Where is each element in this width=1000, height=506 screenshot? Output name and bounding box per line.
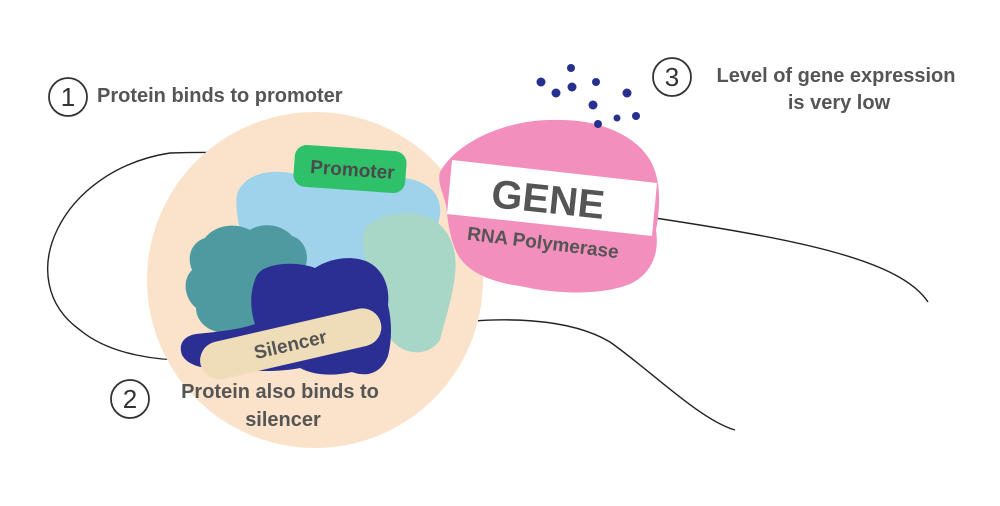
step-3-text-line-2: is very low [788, 92, 891, 114]
mrna-dot [594, 120, 602, 128]
mrna-dot [592, 78, 600, 86]
silencer-box [200, 308, 382, 380]
mrna-dot [588, 100, 598, 110]
step-1-text: Protein binds to promoter [97, 85, 343, 107]
mrna-dot [551, 88, 561, 98]
step-3-badge [652, 57, 692, 97]
mrna-dot [567, 64, 575, 72]
step-3: 3 Level of gene expression is very low [652, 57, 956, 114]
mrna-dot [613, 114, 621, 122]
step-3-text-line-1: Level of gene expression [717, 65, 956, 87]
mrna-dot [632, 112, 640, 120]
step-1-badge [48, 77, 88, 117]
mrna-dot [622, 88, 632, 98]
promoter-element: Promoter [293, 144, 407, 194]
step-3-number: 3 [665, 62, 679, 92]
mrna-dots [536, 64, 640, 128]
mrna-dot [567, 82, 577, 92]
step-2-number: 2 [123, 384, 137, 414]
step-1: 1 Protein binds to promoter [48, 77, 343, 117]
step-2-text-line-1: Protein also binds to [181, 381, 379, 403]
gene-box [447, 160, 657, 236]
step-2-badge [110, 379, 150, 419]
step-2: 2 Protein also binds to silencer [110, 379, 379, 431]
step-1-number: 1 [61, 82, 75, 112]
step-2-text-line-2: silencer [245, 409, 321, 431]
mrna-dot [536, 77, 546, 87]
promoter-box [293, 144, 407, 194]
